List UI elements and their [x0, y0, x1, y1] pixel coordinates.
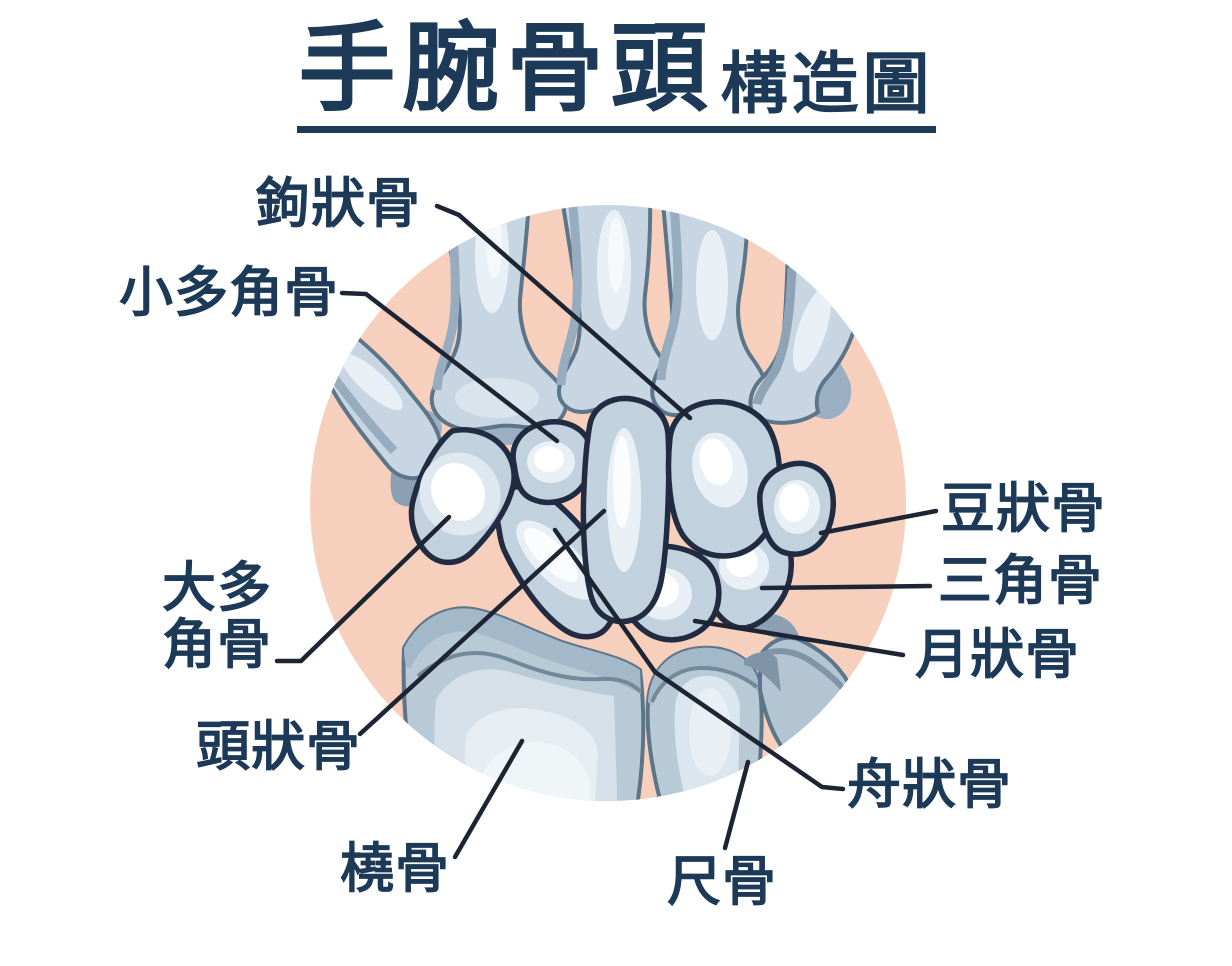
label-triquetrum: 三角骨 [938, 551, 1103, 611]
label-hamate: 鉤狀骨 [256, 174, 421, 234]
label-lunate: 月狀骨 [915, 625, 1080, 685]
title-underline: 手腕骨頭 構造圖 [296, 12, 936, 134]
carpal-bones [408, 395, 836, 643]
leader-scaphoid [552, 527, 846, 792]
label-pisiform: 豆狀骨 [941, 479, 1106, 539]
leader-hamate [434, 203, 693, 421]
leader-trapezoid [339, 290, 560, 444]
title-sub-text: 構造圖 [720, 46, 934, 122]
diagram-title: 手腕骨頭 構造圖 [0, 12, 1232, 134]
leader-capitate [357, 508, 607, 737]
label-trapezoid: 小多角骨 [119, 263, 339, 323]
label-radius: 橈骨 [340, 839, 450, 899]
leader-lunate [692, 618, 906, 658]
leader-radius [452, 738, 525, 860]
metacarpal-bones [312, 205, 857, 481]
leader-pisiform [818, 508, 939, 536]
label-trapezium: 大多角骨 [162, 558, 272, 676]
label-ulna: 尺骨 [667, 852, 777, 912]
leader-triquetrum [759, 583, 933, 591]
leader-lines [274, 203, 939, 860]
title-main-text: 手腕骨頭 [298, 14, 715, 123]
label-capitate: 頭狀骨 [196, 717, 361, 777]
label-scaphoid: 舟狀骨 [847, 755, 1012, 815]
leader-ulna [722, 759, 751, 851]
leader-trapezium [274, 514, 452, 664]
